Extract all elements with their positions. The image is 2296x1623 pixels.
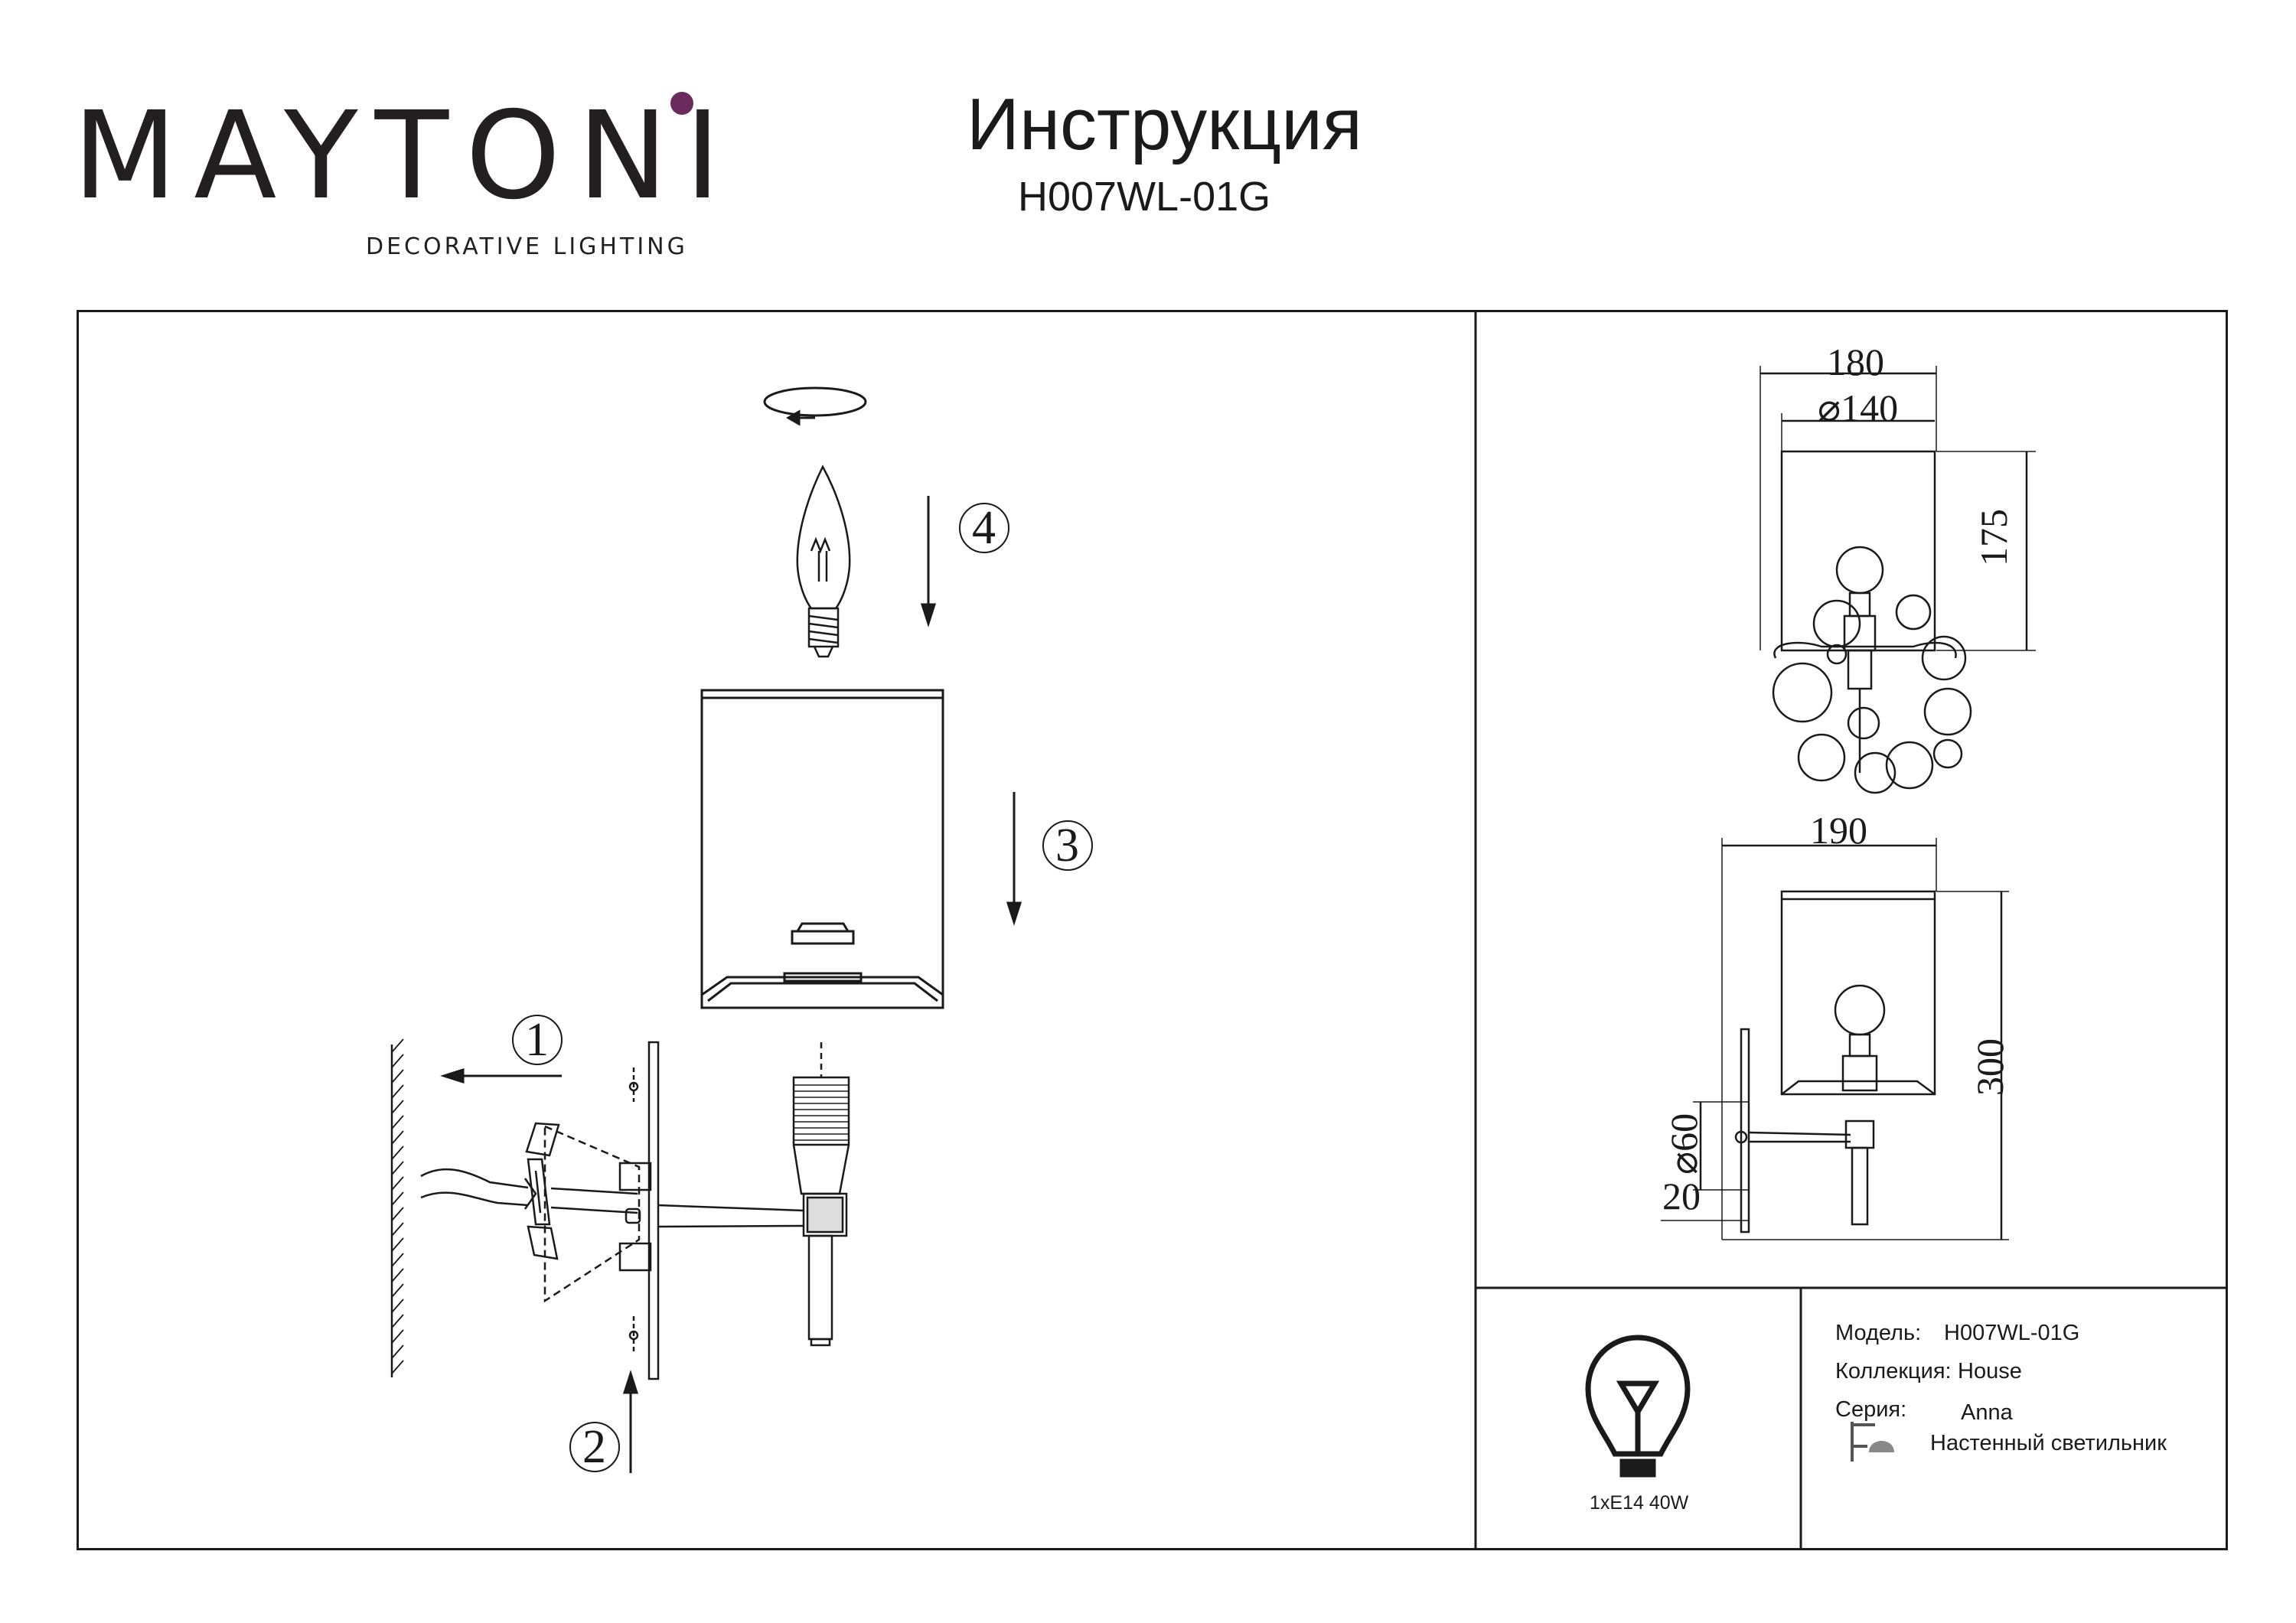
dim-base-depth: 20 [1662,1175,1701,1217]
collection-label: Коллекция: [1835,1359,1952,1383]
series-label: Серия: [1835,1397,1907,1422]
wall-lamp-icon [1851,1422,1894,1462]
bulb-icon [1585,1335,1691,1478]
step-1-label: 1 [525,1014,549,1066]
dim-side-width: 190 [1810,809,1867,852]
step-3-label: 3 [1055,820,1079,872]
series-value: Anna [1961,1400,2013,1425]
model-label: Модель: [1835,1321,1922,1345]
document-title: Инструкция [967,83,1362,165]
brand-tagline: DECORATIVE LIGHTING [366,233,688,260]
side-view-drawing [1661,838,2009,1240]
wall-hatching [390,1038,404,1377]
rotate-arrow-icon [763,386,867,426]
wires-illustration [420,1168,537,1210]
brand-logo: MAYTONI [73,86,738,227]
candle-bulb-illustration [796,464,851,658]
dim-base-diameter: ⌀60 [1662,1113,1705,1175]
dim-top-depth: 175 [1972,509,2015,566]
step-2-arrow [622,1370,639,1473]
step-2-label: 2 [582,1421,606,1473]
dim-shade-diameter: ⌀140 [1818,386,1899,429]
step-3-arrow [1006,792,1022,926]
step-4-label: 4 [972,502,996,554]
top-view-drawing [1760,366,2036,794]
type-value: Настенный светильник [1930,1431,2167,1455]
step-1-arrow [440,1067,562,1084]
logo-dot [670,92,693,115]
step-4-circle [959,503,1009,553]
mounting-bracket-illustration [525,1122,641,1303]
dim-top-width: 180 [1827,341,1884,383]
arm-socket-illustration [625,1042,850,1347]
back-plate-illustration [618,1041,660,1380]
model-value: H007WL-01G [1944,1321,2080,1345]
step-3-circle [1042,820,1093,871]
step-4-arrow [920,496,937,627]
step-1-circle [512,1015,563,1065]
dim-height: 300 [1968,1038,2011,1096]
collection-value: House [1958,1359,2022,1383]
instruction-frame [77,310,2228,1550]
lamp-spec: 1xE14 40W [1590,1492,1689,1514]
lamp-shade-illustration [700,689,944,1009]
step-2-circle [569,1422,620,1472]
document-model-code: H007WL-01G [1018,174,1271,220]
